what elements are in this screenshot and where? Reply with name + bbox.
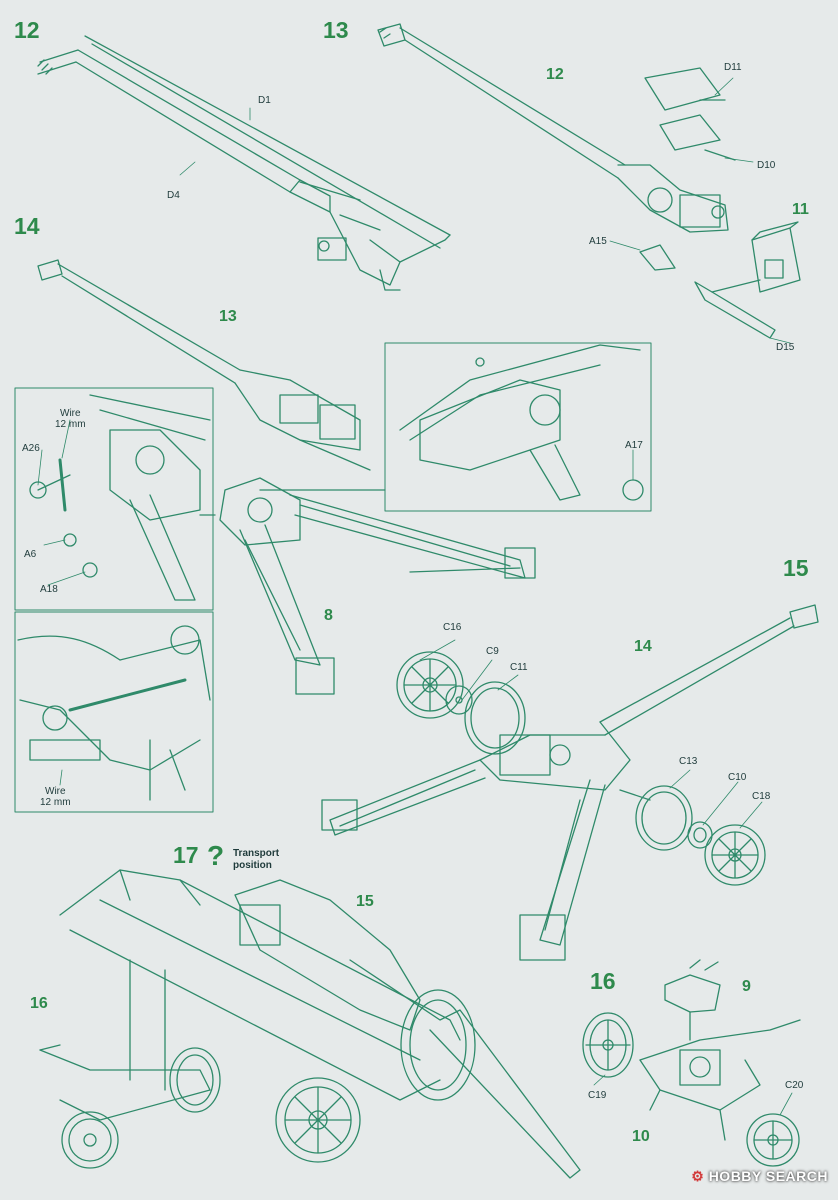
part-label: D1: [258, 95, 271, 106]
part-label: A6: [24, 549, 37, 560]
part-label: C10: [728, 772, 747, 783]
step15-gun-drawing: [321, 604, 819, 961]
part-label: D10: [757, 160, 776, 171]
watermark-text: HOBBY SEARCH: [708, 1168, 828, 1184]
wire-note: Wire 12 mm: [55, 408, 86, 430]
hobby-search-logo-icon: ⚙: [691, 1168, 705, 1184]
sub-assembly-ref: 8: [324, 607, 333, 624]
part-label: D11: [724, 62, 742, 73]
part-label: C9: [486, 646, 499, 657]
step-number: 12: [14, 17, 40, 43]
step14-inset-detail: [14, 611, 214, 813]
step14-carriage-drawing: [37, 259, 536, 695]
sub-assembly-ref: 15: [356, 893, 374, 910]
part-label: C20: [785, 1080, 804, 1091]
step13-barrel-drawing: [377, 23, 801, 339]
step12-barrel-drawing: [37, 35, 451, 291]
sub-assembly-ref: 13: [219, 308, 237, 325]
hobby-search-watermark: ⚙ HOBBY SEARCH: [691, 1168, 828, 1185]
sub-assembly-ref: 9: [742, 978, 751, 995]
sub-assembly-ref: 10: [632, 1128, 650, 1145]
step-number: 14: [14, 213, 40, 239]
question-mark: ?: [207, 840, 225, 871]
part-label: A15: [589, 236, 607, 247]
leader-lines: [37, 77, 793, 1116]
step17-transport-drawing: [39, 869, 581, 1179]
part-label: A17: [625, 440, 643, 451]
part-label: C11: [510, 662, 528, 673]
step14-inset-trunnion: [14, 387, 214, 611]
part-label: C16: [443, 622, 462, 633]
step-number: 15: [783, 555, 809, 581]
part-label: C18: [752, 791, 771, 802]
transport-position-label: Transport position: [233, 848, 280, 871]
part-label: C19: [588, 1090, 607, 1101]
part-label: D4: [167, 190, 180, 201]
part-label: A26: [22, 443, 40, 454]
wire-note: Wire 12 mm: [40, 786, 71, 808]
step14-inset-breech: [384, 342, 652, 512]
part-label: C13: [679, 756, 698, 767]
step-number: 13: [323, 17, 349, 43]
sub-assembly-ref: 16: [30, 995, 48, 1012]
step16-limber-drawing: [582, 959, 801, 1167]
sub-assembly-ref: 14: [634, 638, 652, 655]
step-number: 17: [173, 842, 199, 868]
step-number: 16: [590, 968, 616, 994]
part-label: D15: [776, 342, 795, 353]
sub-assembly-ref: 11: [792, 201, 809, 218]
sub-assembly-ref: 12: [546, 66, 564, 83]
part-label: A18: [40, 584, 58, 595]
